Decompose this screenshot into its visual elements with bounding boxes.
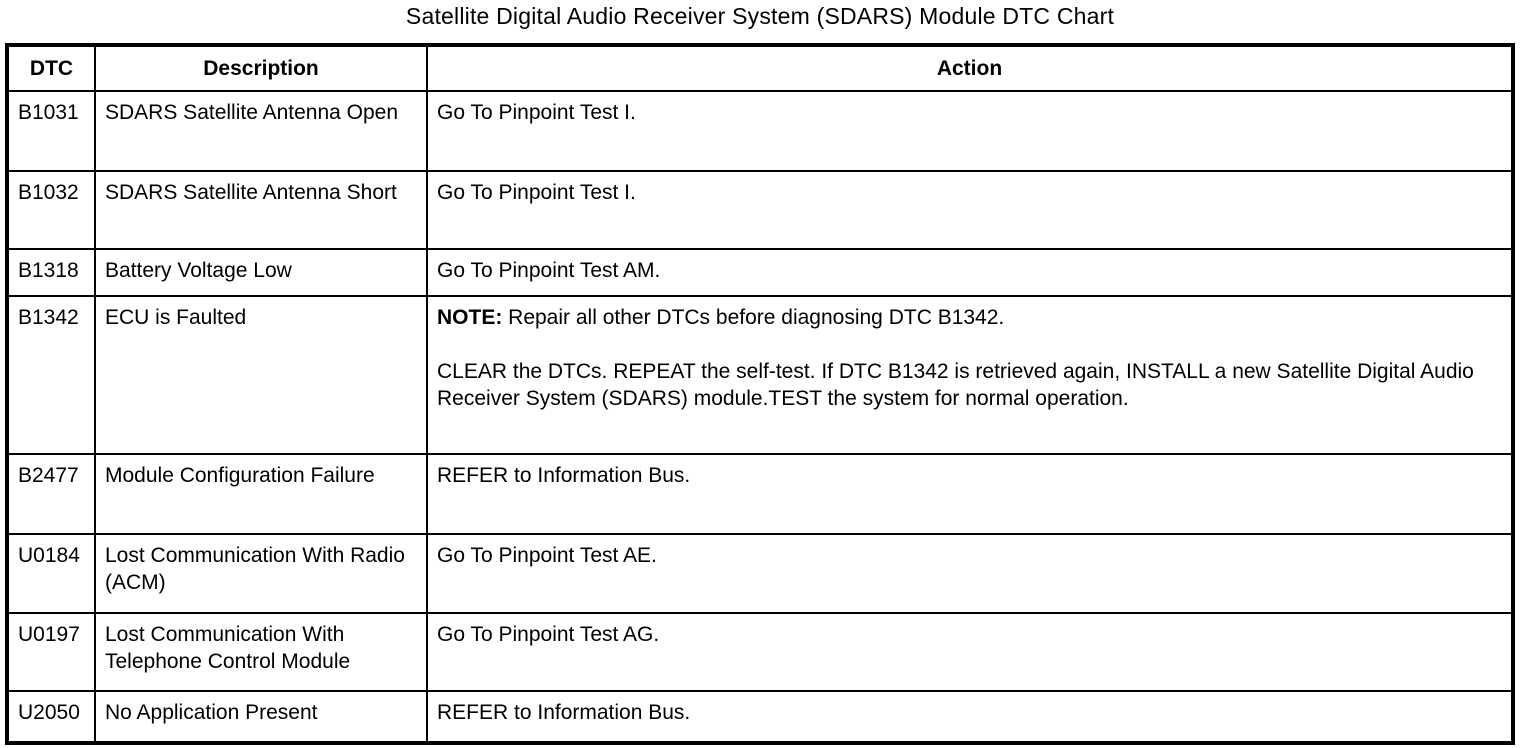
action-paragraph: REFER to Information Bus. [437,701,691,724]
chart-title: Satellite Digital Audio Receiver System … [405,3,1115,29]
dtc-action: Go To Pinpoint Test AE. [426,533,1514,614]
action-paragraph: CLEAR the DTCs. REPEAT the self-test. If… [437,360,1474,410]
dtc-description: SDARS Satellite Antenna Short [94,170,428,250]
dtc-action: Go To Pinpoint Test I. [426,170,1514,250]
dtc-table: DTC Description Action B1031 SDARS Satel… [5,43,1515,745]
column-header-dtc: DTC [6,44,96,92]
dtc-action: REFER to Information Bus. [426,690,1514,744]
dtc-code: B1032 [6,170,96,250]
column-header-description: Description [94,44,428,92]
table-body: B1031 SDARS Satellite Antenna Open Go To… [6,90,1514,744]
dtc-action: REFER to Information Bus. [426,453,1514,535]
table-row: B1031 SDARS Satellite Antenna Open Go To… [6,90,1514,172]
action-paragraph: Go To Pinpoint Test I. [437,101,636,124]
dtc-code: U2050 [6,690,96,744]
dtc-description: Lost Communication With Radio (ACM) [94,533,428,614]
table-row: B1342 ECU is Faulted NOTE: Repair all ot… [6,295,1514,455]
table-row: U0184 Lost Communication With Radio (ACM… [6,533,1514,614]
dtc-code: U0197 [6,612,96,692]
dtc-code: B1031 [6,90,96,172]
dtc-description: ECU is Faulted [94,295,428,455]
note-label: NOTE: [437,306,503,329]
action-paragraph: NOTE: Repair all other DTCs before diagn… [437,306,1005,329]
table-header-row: DTC Description Action [6,44,1514,92]
table-row: U0197 Lost Communication With Telephone … [6,612,1514,692]
dtc-action: Go To Pinpoint Test AM. [426,248,1514,297]
dtc-description: Battery Voltage Low [94,248,428,297]
column-header-action: Action [426,44,1514,92]
dtc-code: B1318 [6,248,96,297]
action-paragraph: Go To Pinpoint Test AM. [437,259,661,282]
dtc-description: Module Configuration Failure [94,453,428,535]
dtc-description: No Application Present [94,690,428,744]
action-paragraph: Go To Pinpoint Test I. [437,181,636,204]
table-row: B1318 Battery Voltage Low Go To Pinpoint… [6,248,1514,297]
action-paragraph: REFER to Information Bus. [437,464,691,487]
table-row: B2477 Module Configuration Failure REFER… [6,453,1514,535]
table-row: U2050 No Application Present REFER to In… [6,690,1514,744]
dtc-description: Lost Communication With Telephone Contro… [94,612,428,692]
dtc-action: Go To Pinpoint Test AG. [426,612,1514,692]
dtc-action: Go To Pinpoint Test I. [426,90,1514,172]
dtc-description: SDARS Satellite Antenna Open [94,90,428,172]
action-paragraph: Go To Pinpoint Test AE. [437,544,657,567]
dtc-action: NOTE: Repair all other DTCs before diagn… [426,295,1514,455]
action-paragraph: Go To Pinpoint Test AG. [437,623,660,646]
dtc-code: B1342 [6,295,96,455]
dtc-code: U0184 [6,533,96,614]
dtc-code: B2477 [6,453,96,535]
table-row: B1032 SDARS Satellite Antenna Short Go T… [6,170,1514,250]
